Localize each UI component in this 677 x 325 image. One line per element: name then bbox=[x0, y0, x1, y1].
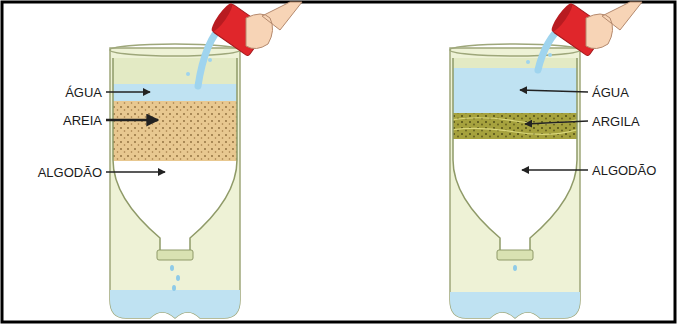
hand bbox=[586, 2, 642, 49]
part-label: ALGODÃO bbox=[38, 165, 102, 180]
bottle-rim bbox=[110, 44, 240, 56]
bottle-funnel bbox=[453, 58, 577, 258]
filtered-water bbox=[110, 290, 240, 320]
bottle-rim bbox=[450, 44, 580, 56]
frame bbox=[2, 2, 675, 322]
part-label: ÁGUA bbox=[65, 85, 102, 100]
part-label: ÁGUA bbox=[592, 85, 629, 100]
part-label: ALGODÃO bbox=[592, 163, 656, 178]
bottle-base bbox=[450, 48, 580, 318]
clay-layer bbox=[450, 113, 580, 139]
bottle-neck bbox=[157, 250, 193, 260]
sand-filter bbox=[110, 44, 240, 320]
hand bbox=[246, 2, 302, 49]
part-label: AREIA bbox=[63, 113, 102, 128]
bottle-neck bbox=[497, 250, 533, 260]
bottle-base bbox=[110, 48, 240, 318]
sand-layer bbox=[110, 101, 240, 161]
bottle-funnel bbox=[113, 58, 237, 258]
cotton-layer bbox=[450, 139, 580, 261]
filtered-water bbox=[450, 292, 580, 320]
leader-arrows bbox=[106, 90, 588, 172]
part-label: ARGILA bbox=[592, 114, 640, 129]
cotton-layer bbox=[110, 161, 240, 261]
clay-filter bbox=[450, 44, 580, 320]
